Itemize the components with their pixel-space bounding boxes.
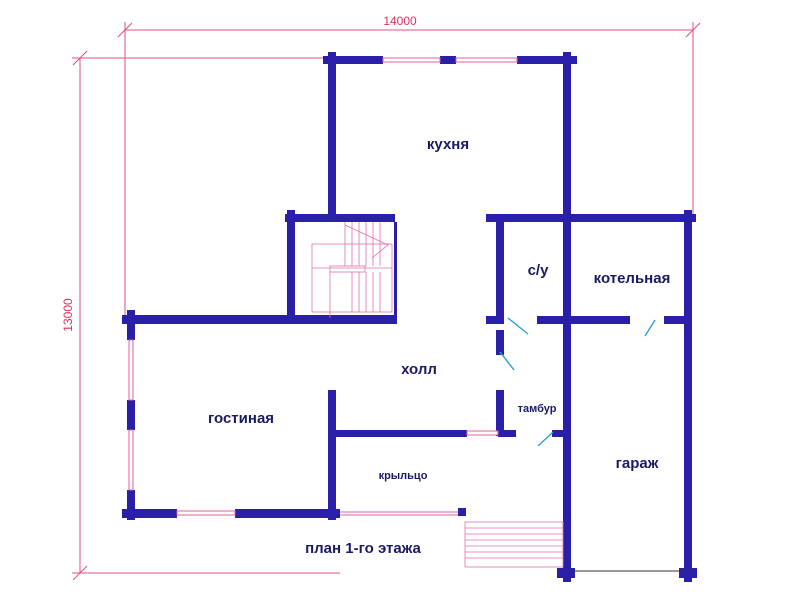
walls [122,52,697,582]
wall-living-bottom-left [122,509,177,518]
width-dimension-label: 14000 [383,14,417,28]
height-tick-bottom [72,565,88,581]
wall-living-left-bottom [127,490,135,520]
room-label-porch: крыльцо [379,470,428,482]
wall-garage-right [684,210,692,582]
wall-stair-top [285,214,395,222]
height-dimension-label: 13000 [61,298,75,332]
stair-landing [329,265,366,273]
width-tick-left [117,22,133,38]
wall-porch-top [335,430,467,437]
windows [128,57,684,572]
door-vestibule-hall [499,351,515,371]
window-living-lower [128,429,134,491]
room-label-living-room: гостиная [208,410,274,427]
door-boiler [644,319,656,337]
wall-boiler-bottom [537,316,630,324]
wall-garage-bottom-right [679,568,697,578]
stair-direction-arrow [344,224,389,259]
door-bathroom [507,317,529,335]
wall-garage-bottom-left [557,568,575,578]
wall-top-middle [440,56,456,64]
window-living-upper [128,339,134,401]
wall-bathroom-left-lower [496,330,504,355]
room-label-garage: гараж [616,455,659,472]
wall-boiler-bottom-right [664,316,692,324]
room-label-vestibule: тамбур [518,403,557,415]
wall-stair-left [287,210,295,320]
doors [499,317,656,447]
width-tick-right [685,22,701,38]
plan-title: план 1-го этажа [305,540,421,557]
window-kitchen-left [382,57,441,63]
wall-top-right [517,56,577,64]
wall-living-left-mid [127,400,135,430]
wall-bathroom-boiler-top [486,214,696,222]
dimension-lines [72,22,701,581]
window-living-bottom [176,510,236,516]
room-label-boiler-room: котельная [594,270,671,287]
room-label-bathroom: с/у [528,262,550,279]
wall-living-top [122,315,397,324]
wall-top-left [323,56,383,64]
wall-porch-top-right [498,430,516,437]
porch-column [458,508,466,516]
wall-living-right [328,390,336,520]
window-porch [466,430,499,436]
porch-steps [464,521,564,568]
wall-kitchen-left [328,52,336,218]
wall-stair-right [394,222,397,318]
wall-living-left-top [127,310,135,340]
porch-steps-outline [464,521,564,568]
wall-vestibule-bottom [552,430,566,437]
window-kitchen-right [455,57,518,63]
wall-bathroom-bottom-left [486,316,504,324]
room-label-kitchen: кухня [427,136,469,153]
staircase [311,222,393,318]
door-vestibule-garage [537,431,554,447]
room-label-hall: холл [401,361,437,378]
height-tick-top [72,50,88,66]
wall-bathroom-left [496,218,504,320]
wall-vestibule-left [496,390,504,436]
wall-living-bottom-right [235,509,340,518]
